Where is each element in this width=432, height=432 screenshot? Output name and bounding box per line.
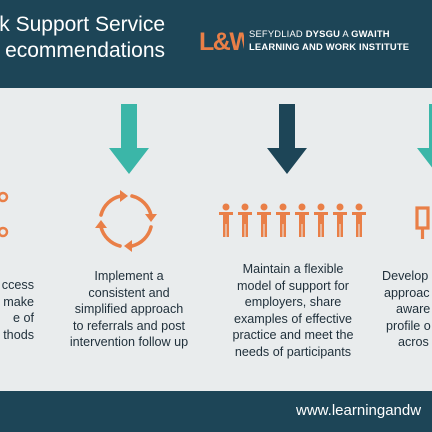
down-arrow-teal-edge-icon xyxy=(417,104,432,168)
text-line: intervention follow up xyxy=(69,335,189,350)
text-line: Maintain a flexible xyxy=(242,262,344,276)
header-banner: k Support Service ecommendations L&W SEF… xyxy=(0,0,432,88)
page-title: k Support Service ecommendations xyxy=(0,11,168,71)
flag-banner-icon xyxy=(415,206,430,239)
text-line: simplified approach xyxy=(74,302,184,317)
text-line: Implement a xyxy=(94,269,164,283)
refresh-cycle-icon xyxy=(95,190,157,252)
text-line: examples of effective xyxy=(233,311,353,326)
footer-banner: www.learningandw xyxy=(0,391,432,432)
people-row-icon xyxy=(219,203,366,237)
text-line: to referrals and post xyxy=(72,318,185,333)
website-link[interactable]: www.learningandw xyxy=(296,402,422,419)
recommendation-text-col3: Maintain a flexible model of support for… xyxy=(218,261,368,361)
text-line: consistent and xyxy=(88,285,170,300)
text-line: needs of participants xyxy=(234,344,352,359)
text-line: acros xyxy=(398,335,429,350)
recommendation-text-col2: Implement a consistent and simplified ap… xyxy=(56,268,202,351)
down-arrow-teal-icon xyxy=(109,104,149,174)
institute-name: SEFYDLIAD DYSGU A GWAITH LEARNING AND WO… xyxy=(249,27,409,53)
text-line: model of support for xyxy=(236,278,349,293)
text-line: employers, share xyxy=(244,295,342,310)
text-line: profile o xyxy=(386,318,431,333)
recommendation-text-col4: Develop approac aware profile o acros xyxy=(382,268,431,351)
text-line: e of xyxy=(12,311,34,326)
text-line: thods xyxy=(3,327,34,342)
title-line-2: ecommendations xyxy=(5,39,165,62)
lw-logo: L&W xyxy=(199,28,244,53)
share-network-icon xyxy=(0,191,9,238)
text-line: ccess xyxy=(1,278,34,292)
lw-logo-text: L&W xyxy=(199,28,244,53)
text-line: make xyxy=(3,294,34,309)
text-line: practice and meet the xyxy=(232,328,354,343)
recommendation-text-col1: ccess make e of thods xyxy=(2,277,34,343)
institute-name-welsh: SEFYDLIAD DYSGU A GWAITH xyxy=(249,28,390,39)
text-line: aware xyxy=(396,302,431,317)
text-line: Develop xyxy=(382,269,429,283)
down-arrow-navy-icon xyxy=(267,104,307,174)
title-line-1: k Support Service xyxy=(0,13,165,36)
text-line: approac xyxy=(384,285,430,300)
institute-name-english: LEARNING AND WORK INSTITUTE xyxy=(249,41,410,52)
